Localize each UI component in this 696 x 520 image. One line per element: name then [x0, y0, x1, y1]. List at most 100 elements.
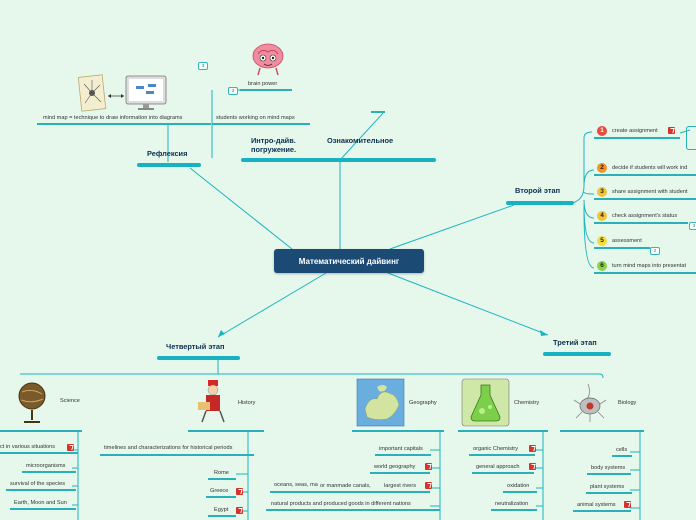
topic-underline — [240, 89, 292, 91]
subject-history[interactable]: History — [238, 400, 256, 406]
chemistry-flask-icon — [461, 378, 510, 427]
chemistry-item[interactable]: general approach — [476, 464, 520, 470]
biology-item[interactable]: plant systems — [590, 484, 625, 490]
history-item[interactable]: Rome — [214, 470, 229, 476]
topic-underline — [560, 430, 644, 432]
topic-underline — [212, 123, 310, 125]
link-icon[interactable] — [668, 127, 675, 134]
priority-3-icon: 3 — [597, 187, 607, 197]
collapsed-count-badge[interactable]: 3 — [198, 62, 208, 70]
branch-third[interactable]: Третий этап — [553, 338, 597, 347]
topic-mind-map[interactable]: mind map = technique to draw information… — [43, 115, 183, 121]
geography-item[interactable]: important capitals — [379, 446, 423, 452]
history-main-topic[interactable]: timelines and characterizations for hist… — [104, 445, 233, 451]
europe-map-icon — [356, 378, 405, 427]
collapsed-count-badge[interactable]: 2 — [650, 247, 660, 255]
link-icon[interactable] — [425, 482, 432, 489]
geography-item[interactable]: world geography — [374, 464, 416, 470]
link-icon[interactable] — [236, 507, 243, 514]
link-icon[interactable] — [67, 444, 74, 451]
topic-underline — [270, 491, 430, 493]
geography-item[interactable]: largest rivers — [384, 483, 417, 489]
topic-underline — [208, 515, 236, 517]
topic-underline — [10, 508, 76, 510]
topic-check-status[interactable]: check assignment's status — [612, 213, 678, 219]
link-icon[interactable] — [529, 445, 536, 452]
root-node[interactable]: Математический дайвинг — [274, 249, 424, 273]
priority-6-icon: 6 — [597, 261, 607, 271]
edge-second — [389, 204, 515, 250]
branch-refleksia[interactable]: Рефлексия — [147, 149, 188, 158]
topic-underline — [587, 473, 631, 475]
subject-biology[interactable]: Biology — [618, 400, 637, 406]
link-icon[interactable] — [425, 463, 432, 470]
double-arrow-icon — [108, 94, 124, 98]
link-icon[interactable] — [236, 488, 243, 495]
root-label: Математический дайвинг — [298, 256, 400, 266]
topic-create-assignment[interactable]: create assignment — [612, 128, 658, 134]
topic-underline — [594, 198, 696, 200]
priority-2-icon: 2 — [597, 163, 607, 173]
collapsed-count-badge[interactable]: 3 — [689, 222, 696, 230]
topic-underline — [594, 137, 680, 139]
topic-underline — [503, 491, 537, 493]
branch-fourth-underline — [157, 356, 240, 360]
mind-map-paper-icon — [77, 74, 107, 112]
topic-share-assignment[interactable]: share assignment with student — [612, 189, 688, 195]
edge-third — [387, 272, 549, 336]
topic-underline — [188, 430, 264, 432]
topic-underline — [352, 430, 444, 432]
biology-item[interactable]: cells — [616, 447, 628, 453]
chemistry-item[interactable]: neutralization — [495, 501, 529, 507]
branch-third-underline — [543, 352, 611, 356]
topic-underline — [6, 489, 76, 491]
chemistry-item[interactable]: organic Chemistry — [473, 446, 519, 452]
science-item[interactable]: Earth, Moon and Sun — [14, 500, 67, 506]
collapsed-count-badge[interactable]: 3 — [228, 87, 238, 95]
topic-underline — [370, 472, 430, 474]
topic-underline — [266, 509, 440, 511]
biology-item[interactable]: body systems — [591, 465, 626, 471]
topic-underline — [206, 496, 236, 498]
topic-decide-students[interactable]: decide if students will work ind — [612, 165, 688, 171]
topic-underline — [375, 454, 431, 456]
topic-turn-mind-maps[interactable]: turn mind maps into presentat — [612, 263, 686, 269]
priority-1-icon: 1 — [597, 126, 607, 136]
topic-students-mind-maps[interactable]: students working on mind maps — [216, 115, 295, 121]
topic-assessment[interactable]: assessment — [612, 238, 642, 244]
topic-underline — [22, 471, 76, 473]
geography-item[interactable]: oceans, seas, ma — [274, 482, 318, 488]
arrow-fourth — [218, 330, 225, 337]
subject-chemistry[interactable]: Chemistry — [514, 400, 540, 406]
topic-underline — [0, 452, 78, 454]
history-item[interactable]: Greece — [210, 488, 229, 494]
branch-intro[interactable]: Интро-дайв. погружение. — [251, 136, 297, 154]
biology-item[interactable]: animal systems — [577, 502, 616, 508]
geography-item[interactable]: natural products and produced goods in d… — [271, 501, 411, 507]
chemistry-item[interactable]: oxidation — [507, 483, 530, 489]
science-item[interactable]: ct in various situations — [0, 444, 56, 450]
topic-underline — [0, 430, 82, 432]
history-item[interactable]: Egypt — [214, 507, 229, 513]
subject-geography[interactable]: Geography — [409, 400, 437, 406]
topic-brain-power[interactable]: brain power — [248, 81, 278, 87]
topic-underline — [100, 454, 254, 456]
topic-underline — [208, 478, 236, 480]
topic-underline — [469, 454, 535, 456]
branch-oznakom[interactable]: Ознакомительное — [327, 136, 394, 145]
science-item[interactable]: survival of the species — [10, 481, 66, 487]
edge-oznakom-branch — [339, 111, 385, 161]
edge-fourth — [217, 272, 327, 338]
subject-science[interactable]: Science — [60, 398, 80, 404]
topic-underline — [594, 272, 696, 274]
link-icon[interactable] — [624, 501, 631, 508]
topic-underline — [458, 430, 548, 432]
branch-second[interactable]: Второй этап — [515, 186, 561, 195]
biology-cell-icon — [573, 383, 607, 422]
link-icon[interactable] — [529, 463, 536, 470]
geography-item[interactable]: or manmade canals, — [320, 483, 371, 489]
science-item[interactable]: microorganisms — [26, 463, 66, 469]
branch-fourth[interactable]: Четвертый этап — [166, 342, 225, 351]
topic-underline — [586, 492, 632, 494]
